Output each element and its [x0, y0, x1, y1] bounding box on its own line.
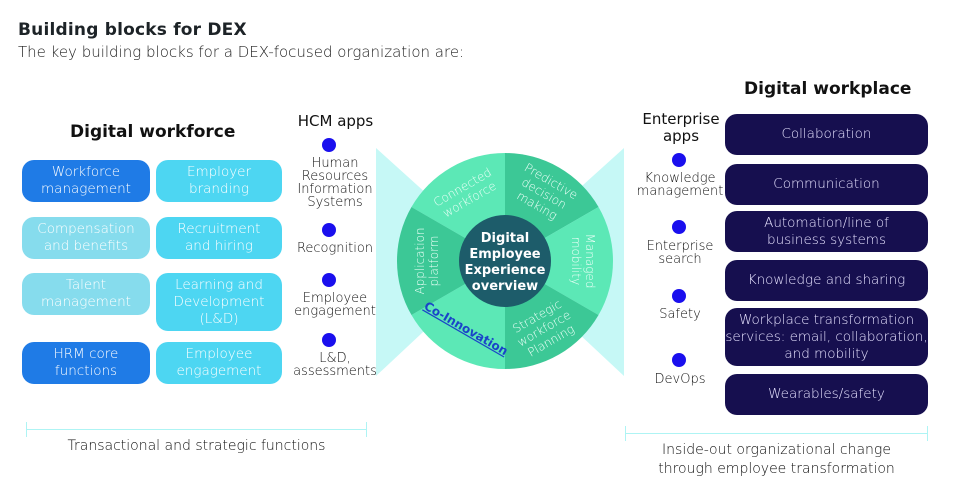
hcm-app-label-line: Employee — [302, 291, 368, 306]
workforce-block-label-line: management — [41, 294, 131, 310]
segment-label-line: mobility — [569, 237, 583, 285]
workplace-block-label-line: Knowledge and sharing — [747, 272, 906, 288]
enterprise-app-item: Safety — [632, 308, 728, 321]
enterprise-app-label-line: management — [636, 184, 724, 199]
workforce-block-label-line: Workforce — [51, 164, 121, 180]
bullet-dot-icon — [672, 220, 686, 234]
wheel-center-label-line: Digital — [481, 231, 529, 246]
workforce-block-label-line: Compensation — [37, 221, 135, 237]
workforce-block-label-line: and benefits — [43, 238, 129, 254]
workforce-block-label-line: HRM core — [53, 346, 119, 362]
workforce-bracket — [26, 422, 367, 437]
hcm-app-label-line: Human — [311, 156, 359, 171]
page-title: Building blocks for DEX — [18, 20, 247, 40]
workplace-block-label-line: and mobility — [784, 345, 869, 362]
workforce-block-label-line: and hiring — [185, 238, 253, 254]
workforce-block-label-line: (L&D) — [199, 310, 239, 327]
bullet-dot-icon — [322, 273, 336, 287]
workplace-block: Collaboration — [725, 114, 928, 155]
hcm-app-label-line: L&D, — [319, 351, 351, 366]
enterprise-app-label-line: DevOps — [654, 372, 706, 387]
workplace-caption-line: through employee transformation — [658, 461, 895, 477]
segment-label-line: platform — [427, 236, 441, 287]
enterprise-app-item: DevOps — [632, 373, 728, 386]
enterprise-app-label-line: Safety — [659, 307, 701, 322]
enterprise-apps-title-line: Enterprise — [642, 110, 720, 128]
workplace-block-label-line: Workplace transformation — [738, 311, 915, 328]
digital-workforce-title: Digital workforce — [70, 122, 236, 142]
digital-workplace-title: Digital workplace — [744, 79, 912, 99]
workforce-block-label-line: Recruitment — [177, 221, 261, 237]
segment-label-line: Managed — [583, 234, 597, 289]
workforce-block-label-line: Talent — [65, 277, 107, 293]
workplace-block: Communication — [725, 164, 928, 205]
hcm-app-label-line: assessments — [293, 364, 377, 379]
workplace-caption-line: Inside-out organizational change — [662, 442, 891, 458]
workforce-block-label-line: branding — [189, 181, 249, 197]
workplace-block-label-line: Automation/line of — [764, 214, 889, 231]
wheel-center — [459, 215, 551, 307]
segment-label-line: Application — [413, 227, 427, 294]
workplace-caption: Inside-out organizational change through… — [625, 441, 928, 479]
workforce-block-label-line: functions — [54, 363, 118, 379]
page-subtitle: The key building blocks for a DEX-focuse… — [18, 43, 465, 61]
hcm-app-item: Recognition — [284, 242, 386, 255]
enterprise-apps-title-line: apps — [662, 127, 700, 145]
enterprise-app-label-line: Knowledge — [644, 171, 716, 186]
bullet-dot-icon — [322, 333, 336, 347]
wheel-center-label-line: Experience — [465, 263, 546, 278]
bullet-dot-icon — [672, 153, 686, 167]
workplace-block-label-line: Collaboration — [781, 126, 872, 142]
workforce-caption: Transactional and strategic functions — [67, 438, 326, 454]
hcm-app-label-line: Resources — [301, 169, 369, 184]
bullet-dot-icon — [322, 138, 336, 152]
workforce-block-label-line: Development — [173, 293, 265, 310]
workforce-block-label-line: management — [41, 181, 131, 197]
hcm-app-label-line: engagement — [294, 304, 376, 319]
enterprise-app-label-line: search — [658, 252, 702, 267]
hcm-app-label-line: Information — [297, 182, 373, 197]
bullet-dot-icon — [322, 223, 336, 237]
wheel-segment — [397, 207, 505, 315]
workplace-block-label-line: Wearables/safety — [768, 386, 885, 402]
workforce-block-label-line: Employee — [185, 346, 253, 362]
workplace-block: Knowledge and sharing — [725, 260, 928, 301]
workplace-block: Wearables/safety — [725, 374, 928, 415]
wheel-center-label-line: Employee — [469, 247, 540, 262]
bullet-dot-icon — [672, 289, 686, 303]
enterprise-app-label-line: Enterprise — [646, 239, 714, 254]
workplace-bracket — [625, 426, 928, 441]
workplace-block-label-line: services: email, collaboration, — [725, 328, 928, 345]
workforce-block-label-line: Employer — [186, 164, 252, 180]
workplace-block-label-line: Communication — [773, 176, 880, 192]
wheel-center-label-line: overview — [472, 279, 538, 294]
workforce-block-label-line: Learning and — [175, 276, 263, 293]
hcm-apps-title: HCM apps — [297, 112, 374, 130]
hcm-app-label-line: Systems — [307, 195, 363, 210]
bullet-dot-icon — [672, 353, 686, 367]
wheel-segment — [505, 207, 613, 315]
hcm-app-item: L&D,assessments — [284, 352, 386, 378]
workplace-block-label-line: business systems — [767, 231, 886, 248]
enterprise-apps-title: Enterprise apps — [636, 111, 726, 145]
hcm-app-label-line: Recognition — [296, 241, 374, 256]
workforce-block-label-line: engagement — [176, 363, 262, 379]
